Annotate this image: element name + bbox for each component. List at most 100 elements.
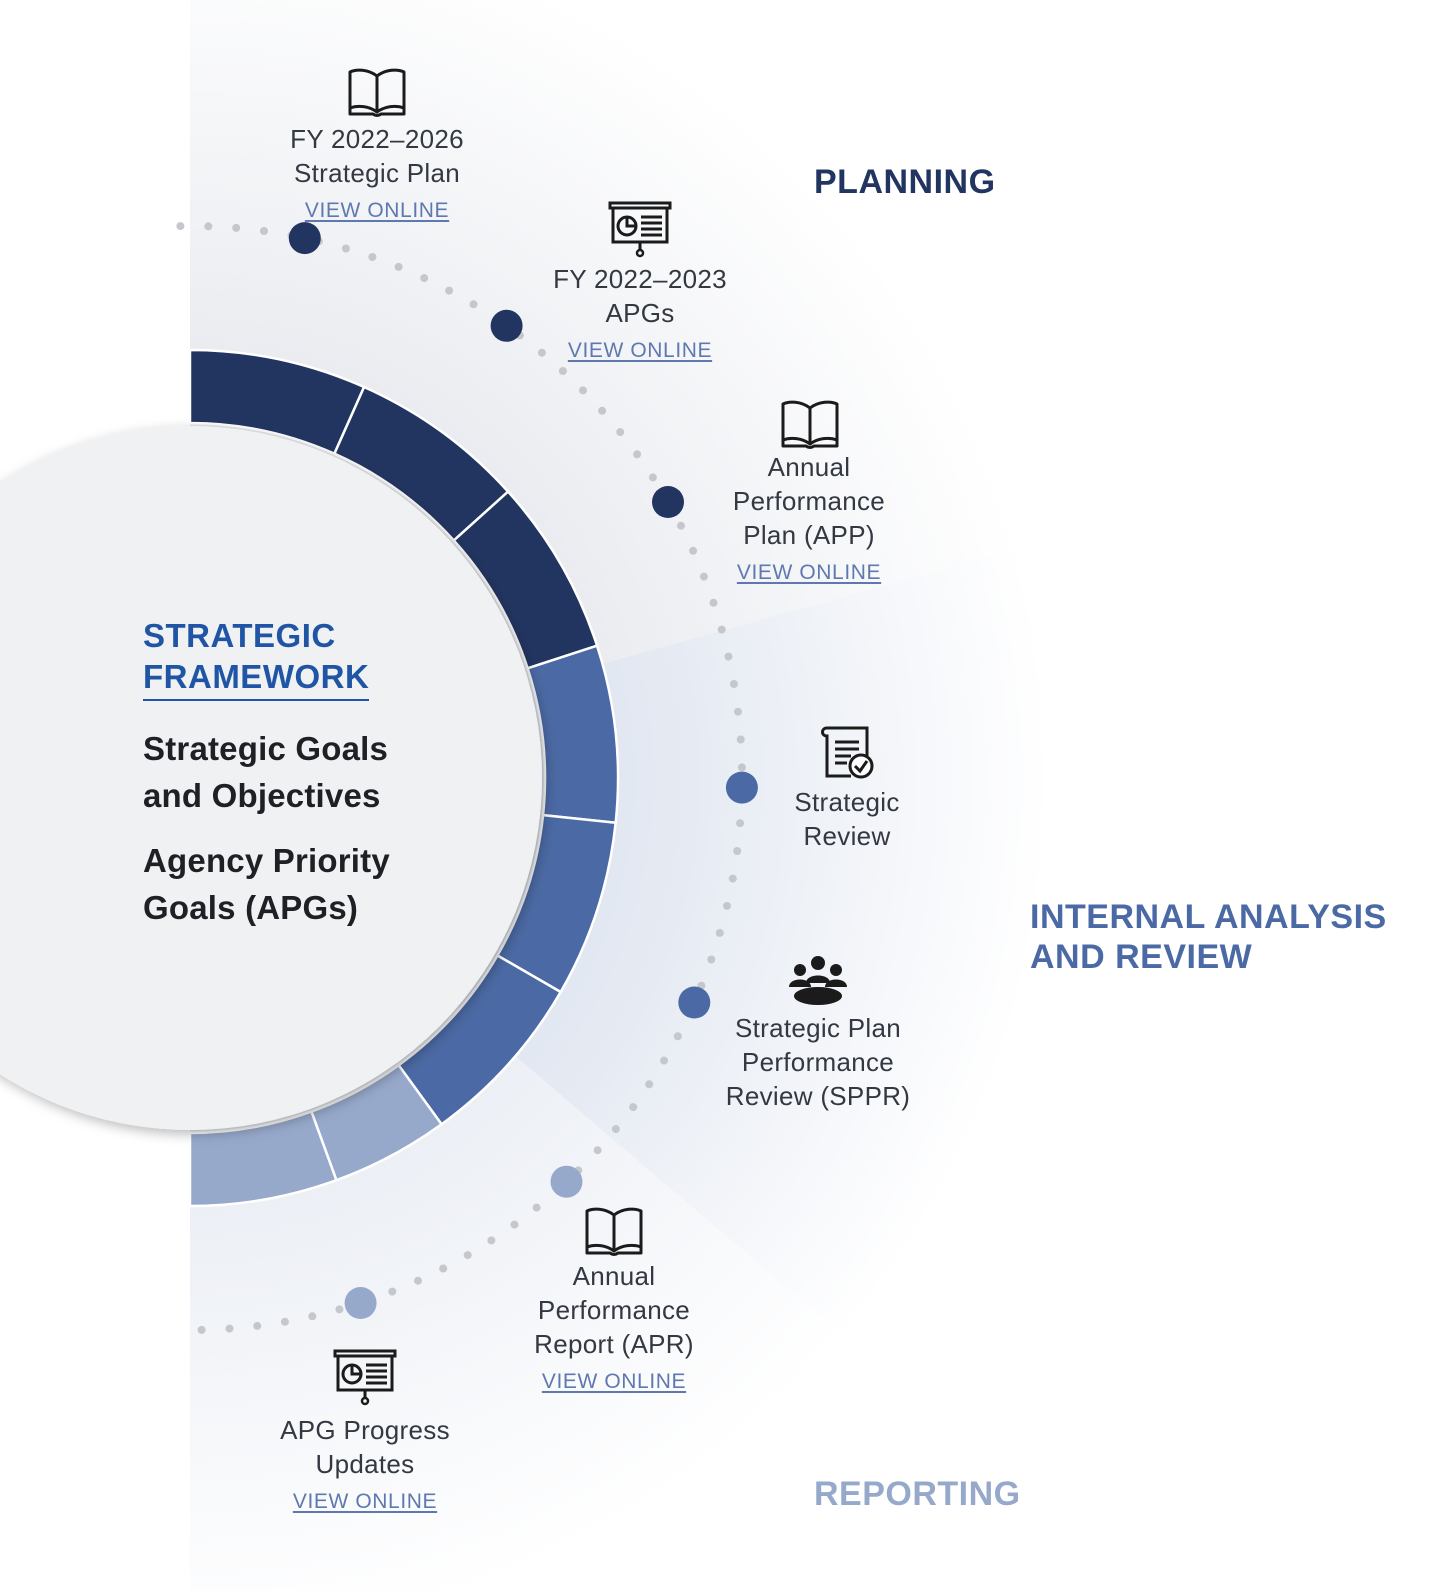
book-icon [348,68,406,117]
item-label-line: Performance [732,486,886,516]
path-dot [558,367,567,375]
path-dot [715,928,724,937]
item-label-line: FY 2022–2023 [553,264,727,294]
path-dot [579,386,587,395]
item-strategic-plan: FY 2022–2026 Strategic Plan VIEW ONLINE [290,122,464,228]
item-label-line: APGs [605,298,675,328]
item-label-line: Review [803,821,891,851]
path-dot [724,652,733,661]
path-dot [598,406,607,415]
item-apg-progress-updates: APG Progress Updates VIEW ONLINE [280,1413,450,1519]
view-online-link[interactable]: VIEW ONLINE [304,199,450,222]
path-dot [537,348,546,357]
item-label-line: Strategic Plan [293,158,461,188]
item-annual-performance-report: Annual Performance Report (APR) VIEW ONL… [534,1259,694,1399]
timeline-marker [550,1165,583,1198]
phase-title-reporting: REPORTING [814,1475,1021,1513]
view-online-link[interactable]: VIEW ONLINE [541,1370,687,1393]
path-dot [633,450,642,459]
path-dot [308,1312,317,1321]
path-dot [280,1317,289,1326]
path-dot [629,1103,638,1112]
view-online-link[interactable]: VIEW ONLINE [736,561,882,584]
path-dot [463,1251,472,1260]
path-dot [260,227,268,235]
path-dot [729,680,738,688]
path-dot [439,1264,448,1273]
path-dot [733,847,742,855]
item-label-line: Performance [741,1047,895,1077]
framework-title: STRATEGIC FRAMEWORK [143,615,370,701]
path-dot [204,222,213,231]
item-label-line: Report (APR) [534,1329,694,1359]
item-label-line: Review (SPPR) [725,1081,911,1111]
presentation-chart-icon [333,1349,397,1406]
timeline-marker [288,222,321,255]
item-strategic-review: Strategic Review [794,785,899,853]
view-online-link[interactable]: VIEW ONLINE [292,1490,438,1513]
item-label-line: APG Progress [280,1415,450,1445]
timeline-marker [344,1287,377,1319]
path-dot [673,1032,682,1041]
item-annual-performance-plan: Annual Performance Plan (APP) VIEW ONLIN… [733,450,885,590]
timeline-marker [490,309,523,342]
path-dot [717,625,726,634]
path-dot [487,1236,496,1245]
item-label-line: Annual [767,452,851,482]
path-dot [445,286,454,295]
phase-title-planning: PLANNING [814,163,996,201]
timeline-markers [288,222,758,1319]
path-dot [709,598,718,607]
item-label-line: Strategic Plan [734,1013,902,1043]
path-dot [736,735,745,744]
path-dot [737,763,746,772]
timeline-marker [652,486,684,518]
phase-ring [188,348,620,1208]
path-dot [734,707,742,716]
book-icon [585,1207,643,1256]
strategic-goals-text: Strategic Goals and Objectives [143,730,389,814]
path-dot [689,546,698,555]
document-check-icon [821,726,874,779]
path-dot [699,572,708,581]
path-dot [532,1203,541,1212]
item-label-line: Updates [315,1449,415,1479]
path-dot [232,223,241,232]
framework-text: STRATEGIC FRAMEWORK Strategic Goals and … [143,615,483,931]
path-dot [510,1220,519,1229]
item-label-line: Annual [572,1261,656,1291]
timeline-marker [678,986,711,1019]
path-dot [394,262,403,271]
path-dot [341,244,350,253]
team-meeting-icon [789,956,847,1005]
timeline-marker [725,771,758,804]
presentation-chart-icon [608,201,672,258]
path-dot [197,1325,206,1334]
path-dot [335,1305,344,1314]
path-dot [225,1324,234,1333]
item-label-line: Plan (APP) [743,520,875,550]
path-dot [728,874,737,883]
path-dot [611,1125,620,1134]
path-dot [648,473,657,482]
path-dot [420,274,429,283]
path-dot [660,1056,669,1065]
book-icon [781,400,839,449]
view-online-link[interactable]: VIEW ONLINE [567,339,713,362]
path-dot [414,1276,422,1285]
path-dot [707,955,716,964]
path-dot [176,222,185,231]
path-dot [388,1287,397,1296]
phase-title-review: INTERNAL ANALYSIS AND REVIEW [1030,898,1387,976]
path-dot [368,253,377,261]
item-label-line: Performance [537,1295,691,1325]
path-dot [593,1146,602,1155]
path-dot [469,300,478,309]
item-sppr: Strategic Plan Performance Review (SPPR) [726,1011,911,1113]
ring-segment [188,1109,338,1208]
path-dot [677,521,685,530]
path-dot [253,1321,262,1330]
item-label-line: FY 2022–2026 [290,124,464,154]
item-apgs: FY 2022–2023 APGs VIEW ONLINE [553,262,727,368]
